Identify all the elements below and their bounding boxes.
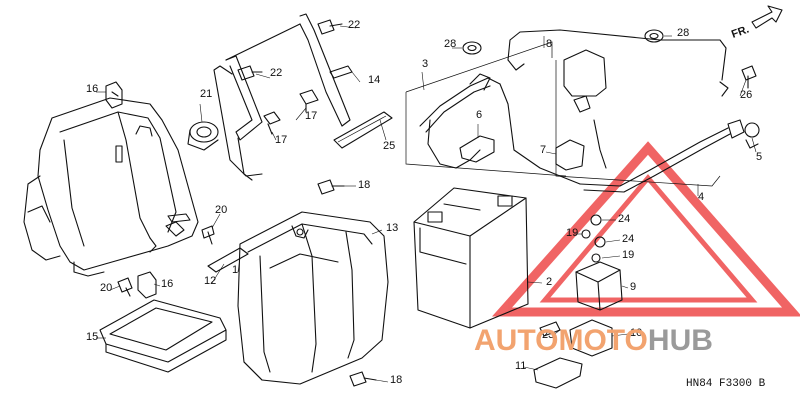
callout-numbers: 1234567891011121314151616171718181919202… — [86, 19, 762, 386]
front-direction-indicator — [751, 5, 783, 29]
grommet-28-right — [644, 29, 664, 43]
watermark-text-moto: MOTO — [558, 324, 647, 357]
callout-2: 2 — [546, 276, 552, 288]
callout-18: 18 — [358, 179, 370, 191]
washer-19-top — [581, 229, 591, 239]
bolt-22-mid — [237, 65, 263, 81]
callout-25: 25 — [383, 140, 395, 152]
strip-12 — [167, 213, 191, 223]
callout-17: 17 — [305, 110, 317, 122]
callout-19: 19 — [622, 249, 634, 261]
fuse-holder-10 — [569, 319, 613, 357]
bolt-18-top — [317, 179, 345, 195]
callout-14: 14 — [368, 74, 380, 86]
bolt-26 — [741, 65, 757, 89]
callout-15: 15 — [86, 331, 98, 343]
callout-20: 20 — [215, 204, 227, 216]
callout-9: 9 — [630, 281, 636, 293]
callout-13: 13 — [386, 222, 398, 234]
callout-21: 21 — [200, 88, 212, 100]
callout-24: 24 — [618, 213, 630, 225]
plate-1 — [207, 247, 249, 273]
callout-19: 19 — [566, 227, 578, 239]
battery-holder-frame — [213, 13, 351, 181]
callout-12: 12 — [204, 275, 216, 287]
terminal-5 — [744, 122, 760, 149]
leader-lines — [96, 25, 757, 383]
callout-28: 28 — [677, 27, 689, 39]
cable-4 — [555, 60, 745, 193]
tray-15 — [99, 299, 227, 373]
terminal-cover-6 — [459, 135, 495, 163]
clip-16-top — [105, 81, 123, 109]
bolt-22-top — [317, 19, 343, 35]
drawing-code: HN84 F3300 B — [686, 378, 766, 390]
callout-11: 11 — [515, 360, 526, 372]
callout-4: 4 — [698, 191, 704, 203]
starter-relay-9 — [575, 261, 623, 311]
watermark-text-hub: HUB — [648, 324, 713, 357]
battery-box — [23, 97, 199, 277]
battery-cover-13 — [237, 211, 389, 385]
nut-24-bottom — [594, 236, 606, 248]
nut-24-top — [590, 214, 602, 226]
relay-cover — [563, 49, 607, 113]
nut-17-a — [263, 111, 281, 135]
svg-text:AUTOMOTOHUB: AUTOMOTOHUB — [474, 324, 713, 357]
bolt-20-top — [201, 225, 215, 245]
clamp-21 — [187, 121, 219, 151]
callout-1: 1 — [232, 264, 238, 276]
callout-26: 26 — [740, 89, 752, 101]
nut-17-b — [299, 89, 319, 113]
callout-20: 20 — [100, 282, 112, 294]
callout-7: 7 — [540, 144, 546, 156]
callout-22: 22 — [270, 67, 282, 79]
callout-28: 28 — [444, 38, 456, 50]
bracket-11 — [533, 357, 583, 389]
callout-17: 17 — [275, 134, 287, 146]
grommet-28-left — [462, 41, 482, 55]
harness-group-3 — [405, 41, 581, 185]
washer-19-bottom — [591, 253, 601, 263]
cable-8 — [507, 29, 729, 97]
callout-10: 10 — [630, 327, 642, 339]
callout-24: 24 — [622, 233, 634, 245]
bolt-18-bottom — [349, 371, 377, 387]
bolt-20-bottom — [117, 277, 133, 297]
callout-23: 23 — [542, 329, 554, 341]
callout-8: 8 — [546, 38, 552, 50]
callout-5: 5 — [756, 151, 762, 163]
callout-6: 6 — [476, 109, 482, 121]
callout-16: 16 — [161, 278, 173, 290]
callout-3: 3 — [422, 58, 428, 70]
callout-16: 16 — [86, 83, 98, 95]
clip-16-bottom — [137, 271, 157, 299]
battery-2 — [413, 187, 529, 329]
terminal-boot-7 — [555, 139, 585, 171]
callout-22: 22 — [348, 19, 360, 31]
bracket-14 — [329, 65, 353, 79]
watermark-text-auto: AUTO — [474, 324, 558, 357]
front-direction-label: FR. — [730, 23, 751, 40]
strap-25 — [333, 111, 393, 149]
callout-18: 18 — [390, 374, 402, 386]
